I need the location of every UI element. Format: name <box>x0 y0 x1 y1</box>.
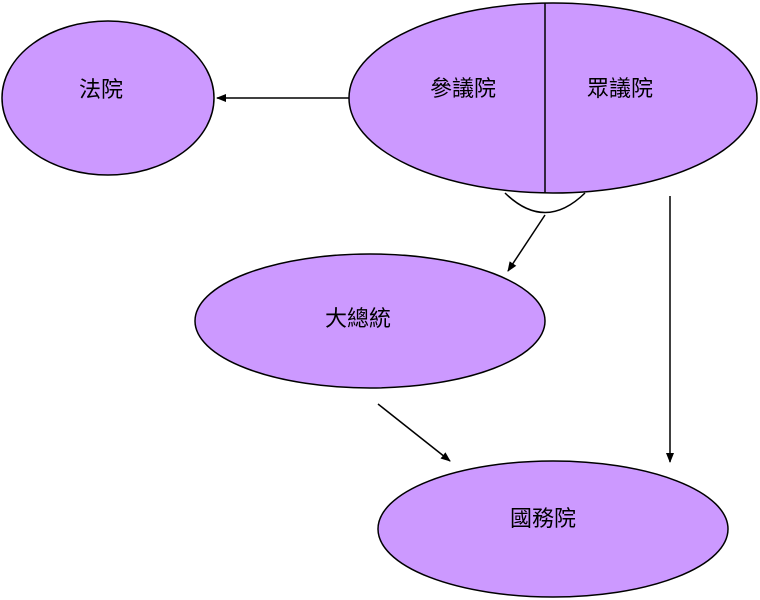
parliament-to-president-arrow <box>507 214 546 272</box>
parliament-node <box>348 2 758 194</box>
state-council-label: 國務院 <box>510 507 576 532</box>
state-council-node <box>377 460 729 598</box>
senate-label: 參議院 <box>430 77 496 102</box>
president-label: 大總統 <box>325 307 391 332</box>
president-to-state-council-arrow <box>377 403 451 462</box>
president-node <box>194 253 546 389</box>
court-node <box>1 20 215 176</box>
house-label: 眾議院 <box>587 77 653 102</box>
joint-session-curve <box>504 192 586 214</box>
court-label: 法院 <box>79 78 123 103</box>
